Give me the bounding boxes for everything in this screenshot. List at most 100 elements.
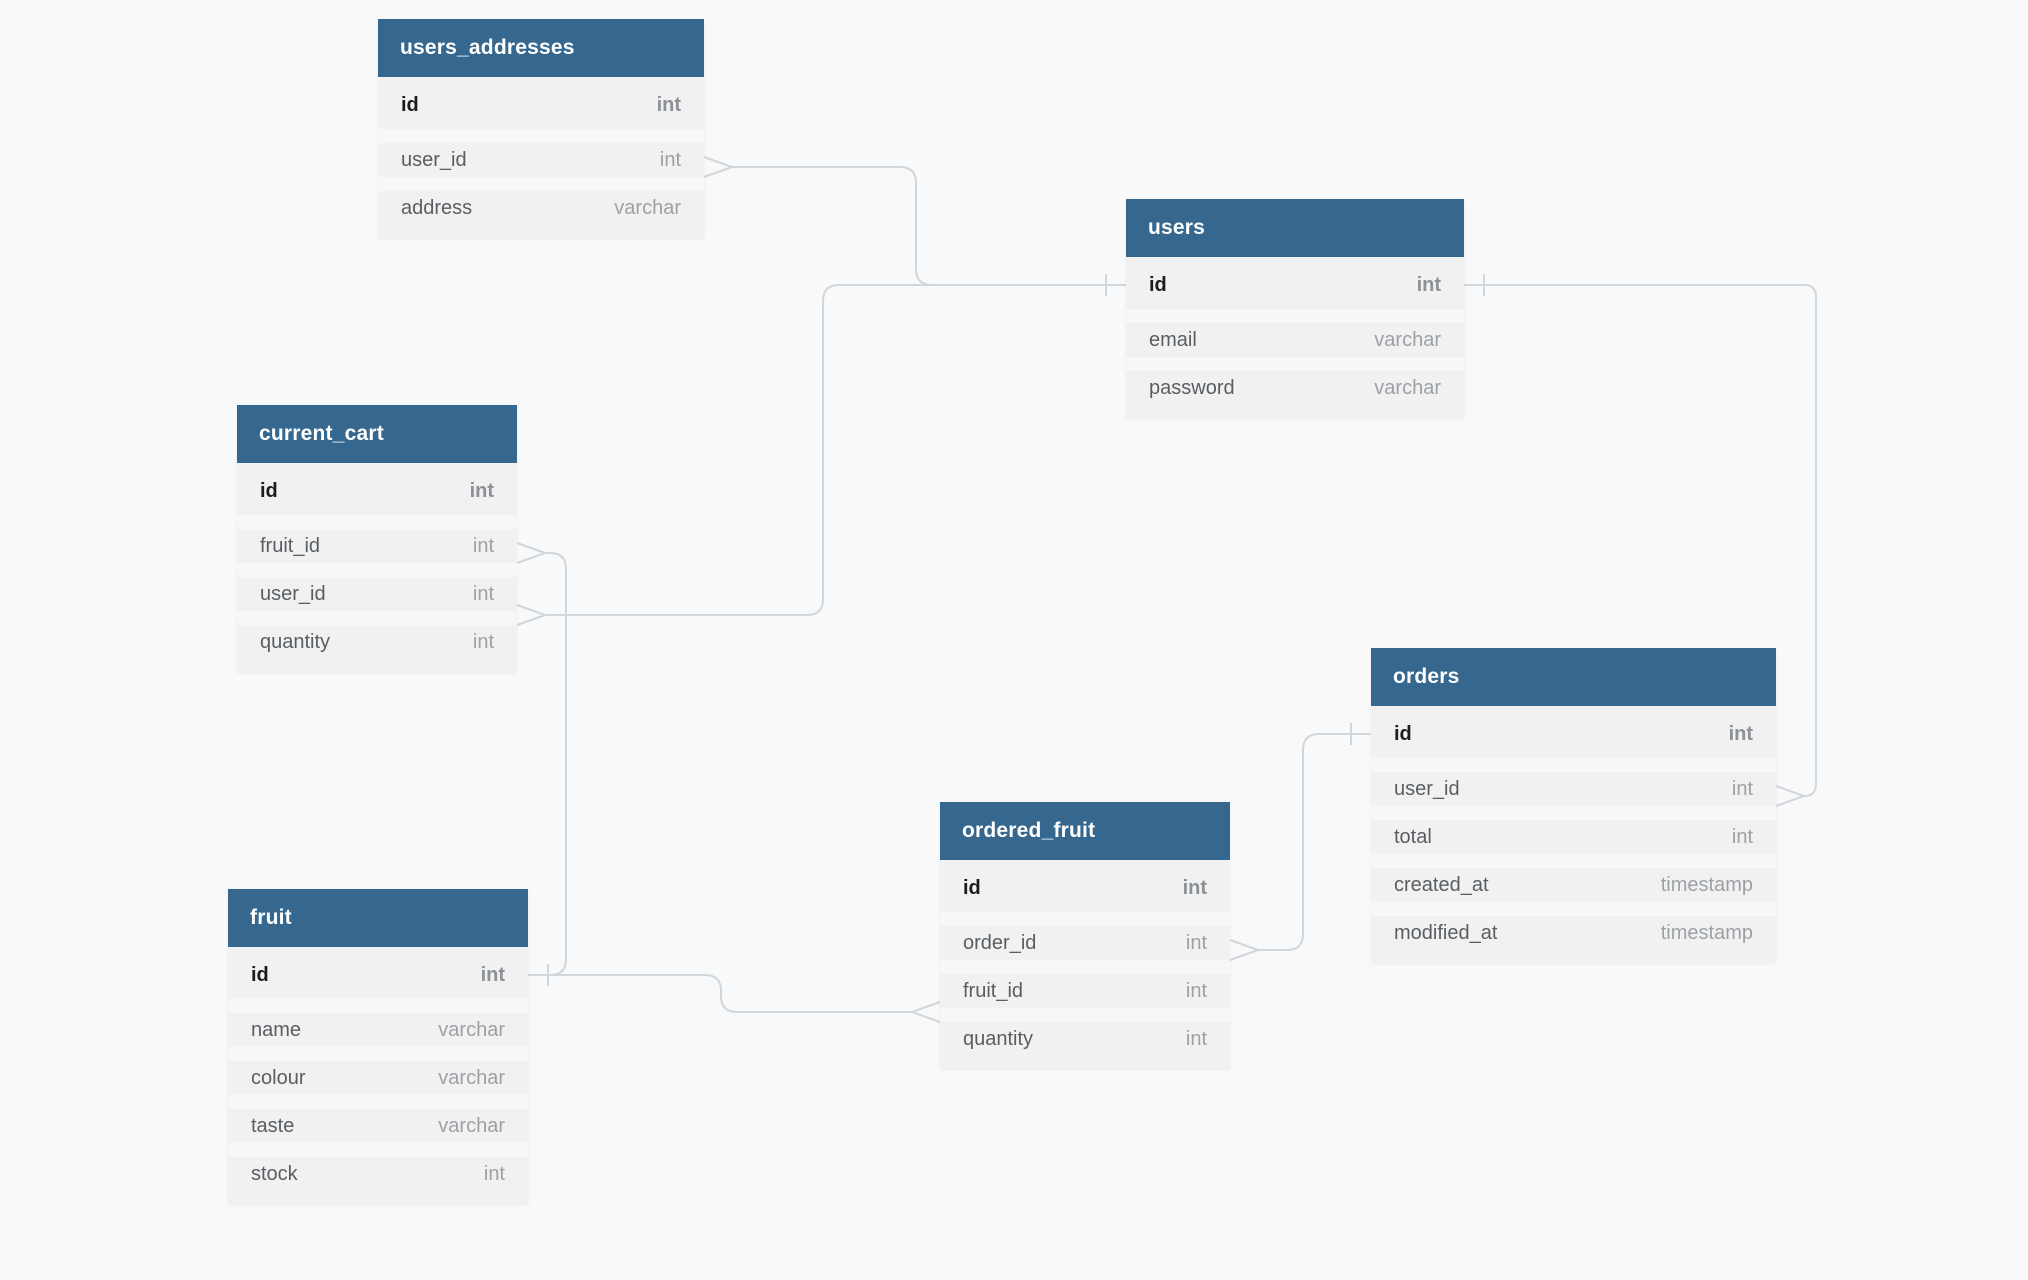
connector-line: [528, 974, 912, 1013]
field-type: int: [1731, 825, 1753, 848]
relationship-ordered_fruit-fruit_id-to-fruit-id: [528, 964, 941, 1023]
field-name: modified_at: [1394, 921, 1498, 944]
field-name: fruit_id: [963, 979, 1024, 1002]
field-type: int: [1182, 876, 1207, 899]
table-title: users: [1148, 216, 1206, 239]
field-type: timestamp: [1660, 921, 1753, 944]
field-type: int: [1728, 722, 1753, 745]
field-type: int: [472, 534, 494, 557]
field-row-id[interactable]: id int: [940, 864, 1230, 912]
field-name: id: [260, 479, 278, 502]
table-title: users_addresses: [400, 36, 575, 59]
field-type: int: [480, 963, 505, 986]
field-row-id[interactable]: id int: [237, 467, 517, 515]
table-title: ordered_fruit: [962, 819, 1096, 842]
crow-foot-many-icon: [516, 604, 546, 626]
table-header[interactable]: current_cart: [237, 405, 517, 463]
field-row-fruit_id[interactable]: fruit_id int: [237, 515, 517, 563]
table-header[interactable]: ordered_fruit: [940, 802, 1230, 860]
connector-line: [1464, 284, 1817, 797]
field-name: id: [251, 963, 269, 986]
table-header[interactable]: users: [1126, 199, 1464, 257]
field-row-password[interactable]: password varchar: [1126, 357, 1464, 405]
field-row-quantity[interactable]: quantity int: [237, 611, 517, 659]
table-title: current_cart: [259, 422, 384, 445]
crow-foot-many-icon: [911, 1001, 941, 1023]
crow-foot-many-icon: [1229, 939, 1259, 961]
field-name: fruit_id: [260, 534, 321, 557]
relationship-users_addresses-user_id-to-users-id: [703, 156, 1126, 296]
field-name: user_id: [1394, 777, 1460, 800]
field-row-id[interactable]: id int: [1371, 710, 1776, 758]
field-name: id: [1149, 273, 1167, 296]
connector-line: [545, 284, 1126, 616]
table-header[interactable]: orders: [1371, 648, 1776, 706]
connector-line: [732, 166, 1126, 286]
field-name: total: [1394, 825, 1432, 848]
field-type: int: [472, 630, 494, 653]
crow-foot-many-icon: [516, 542, 546, 564]
field-type: int: [1185, 931, 1207, 954]
field-name: email: [1149, 328, 1197, 351]
field-type: varchar: [1374, 376, 1441, 399]
table-header[interactable]: fruit: [228, 889, 528, 947]
table-body: id int email varchar password varchar: [1126, 257, 1464, 418]
field-type: int: [483, 1162, 505, 1185]
table-title: fruit: [250, 906, 292, 929]
connector-line: [1258, 733, 1371, 951]
field-row-created_at[interactable]: created_at timestamp: [1371, 854, 1776, 902]
field-name: name: [251, 1018, 302, 1041]
field-name: quantity: [963, 1027, 1034, 1050]
field-type: varchar: [438, 1018, 505, 1041]
field-type: int: [656, 93, 681, 116]
field-type: int: [1185, 979, 1207, 1002]
field-row-modified_at[interactable]: modified_at timestamp: [1371, 902, 1776, 950]
field-type: timestamp: [1660, 873, 1753, 896]
field-name: id: [401, 93, 419, 116]
field-name: quantity: [260, 630, 331, 653]
field-type: int: [1416, 273, 1441, 296]
field-name: stock: [251, 1162, 298, 1185]
table-users[interactable]: users id int email varchar password varchar: [1126, 199, 1464, 418]
field-row-id[interactable]: id int: [1126, 261, 1464, 309]
field-name: created_at: [1394, 873, 1489, 896]
field-name: id: [963, 876, 981, 899]
field-row-email[interactable]: email varchar: [1126, 309, 1464, 357]
field-row-fruit_id[interactable]: fruit_id int: [940, 960, 1230, 1008]
field-name: user_id: [260, 582, 326, 605]
relationship-orders-user_id-to-users-id: [1464, 274, 1817, 807]
field-row-id[interactable]: id int: [228, 951, 528, 999]
field-type: varchar: [1374, 328, 1441, 351]
field-name: address: [401, 196, 473, 219]
field-row-name[interactable]: name varchar: [228, 999, 528, 1047]
field-name: id: [1394, 722, 1412, 745]
table-header[interactable]: users_addresses: [378, 19, 704, 77]
field-row-id[interactable]: id int: [378, 81, 704, 129]
connector-line: [528, 552, 567, 976]
field-name: password: [1149, 376, 1235, 399]
field-row-stock[interactable]: stock int: [228, 1143, 528, 1191]
field-type: int: [469, 479, 494, 502]
field-row-total[interactable]: total int: [1371, 806, 1776, 854]
field-name: taste: [251, 1114, 295, 1137]
relationship-ordered_fruit-order_id-to-orders-id: [1229, 723, 1371, 961]
field-name: colour: [251, 1066, 306, 1089]
table-title: orders: [1393, 665, 1460, 688]
